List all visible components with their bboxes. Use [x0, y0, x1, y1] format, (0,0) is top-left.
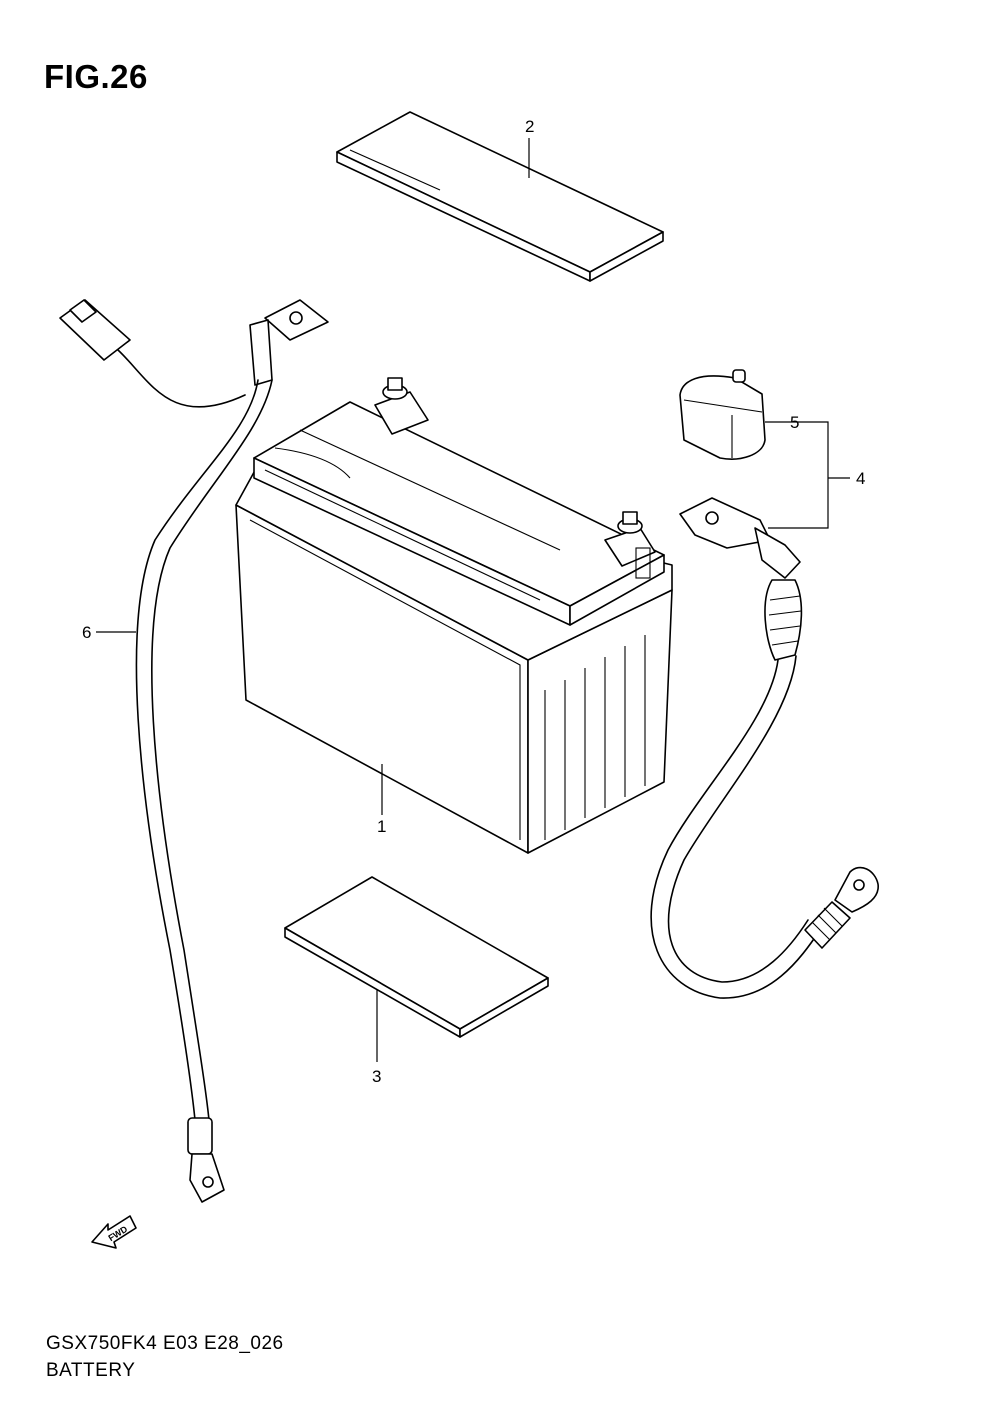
diagram-name: BATTERY [46, 1360, 136, 1381]
callout-3: 3 [372, 1067, 381, 1086]
battery-lead-wire-right[interactable] [650, 497, 879, 999]
fwd-arrow-icon: FWD [91, 1215, 137, 1249]
leader-lines [96, 138, 850, 1062]
callout-5: 5 [790, 413, 799, 432]
callout-4: 4 [856, 469, 865, 488]
diagram-code: GSX750FK4 E03 E28_026 [46, 1333, 284, 1354]
battery[interactable] [235, 377, 673, 854]
battery-top-pad[interactable] [336, 111, 664, 282]
figure-title: FIG.26 [44, 58, 148, 95]
callout-2: 2 [525, 117, 534, 136]
battery-bottom-pad[interactable] [284, 876, 549, 1038]
battery-lead-wire-left[interactable] [59, 299, 329, 1203]
callout-6: 6 [82, 623, 91, 642]
terminal-cover-cap[interactable] [679, 369, 766, 460]
callout-1: 1 [377, 817, 386, 836]
